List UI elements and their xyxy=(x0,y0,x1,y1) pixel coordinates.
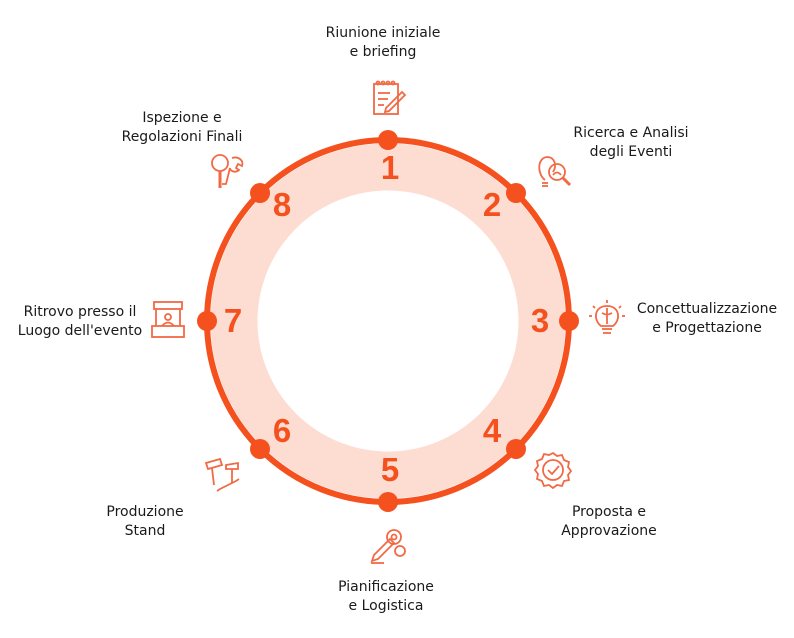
inspection-wrench-icon xyxy=(211,154,244,188)
booth-stand-icon xyxy=(151,301,185,338)
step-number-6: 6 xyxy=(272,412,292,449)
lightbulb-magnifier-icon xyxy=(538,156,572,187)
label-line: degli Eventi xyxy=(589,144,673,160)
label-line: Ispezione e xyxy=(142,110,222,126)
label-line: Regolazioni Finali xyxy=(121,129,243,145)
label-line: Approvazione xyxy=(561,523,657,539)
step-number-2: 2 xyxy=(482,186,502,223)
label-line: Ritrovo presso il xyxy=(23,304,137,320)
step-number-4: 4 xyxy=(482,412,502,449)
approval-badge-icon xyxy=(533,451,573,490)
step-label-8: Ispezione e Regolazioni Finali xyxy=(122,109,243,147)
step-dot-6 xyxy=(250,438,271,459)
label-line: Ricerca e Analisi xyxy=(573,125,689,141)
step-number-3: 3 xyxy=(530,302,550,339)
label-line: Proposta e xyxy=(571,504,647,520)
step-dot-7 xyxy=(197,311,217,331)
step-label-4: Proposta e Approvazione xyxy=(561,503,657,541)
step-dot-4 xyxy=(505,438,526,459)
label-line: Stand xyxy=(124,523,166,539)
step-label-7: Ritrovo presso il Luogo dell'evento xyxy=(18,303,142,341)
step-number-5: 5 xyxy=(380,451,400,488)
step-dot-1 xyxy=(378,130,398,150)
step-number-8: 8 xyxy=(272,186,292,223)
step-label-5: Pianificazione e Logistica xyxy=(338,578,434,616)
tools-icon xyxy=(204,457,240,492)
step-dot-5 xyxy=(378,492,398,512)
label-line: Pianificazione xyxy=(338,579,434,595)
step-dot-2 xyxy=(505,183,526,204)
ring-band xyxy=(210,143,566,499)
step-number-1: 1 xyxy=(380,149,400,186)
label-line: Luogo dell'evento xyxy=(17,323,143,339)
label-line: Concettualizzazione xyxy=(636,301,778,317)
step-label-2: Ricerca e Analisi degli Eventi xyxy=(573,124,688,162)
step-dot-3 xyxy=(559,311,579,331)
label-line: e Logistica xyxy=(348,598,424,614)
label-line: e briefing xyxy=(349,44,417,60)
brain-lightbulb-icon xyxy=(589,300,625,334)
label-line: e Progettazione xyxy=(652,320,762,336)
label-line: Produzione xyxy=(106,504,184,520)
planning-gears-pencil-icon xyxy=(370,529,406,564)
step-dot-8 xyxy=(250,183,271,204)
step-label-3: Concettualizzazione e Progettazione xyxy=(637,300,777,338)
notepad-pencil-icon xyxy=(373,80,407,115)
step-number-7: 7 xyxy=(223,302,243,339)
label-line: Riunione iniziale xyxy=(325,25,441,41)
step-label-1: Riunione iniziale e briefing xyxy=(326,24,441,62)
